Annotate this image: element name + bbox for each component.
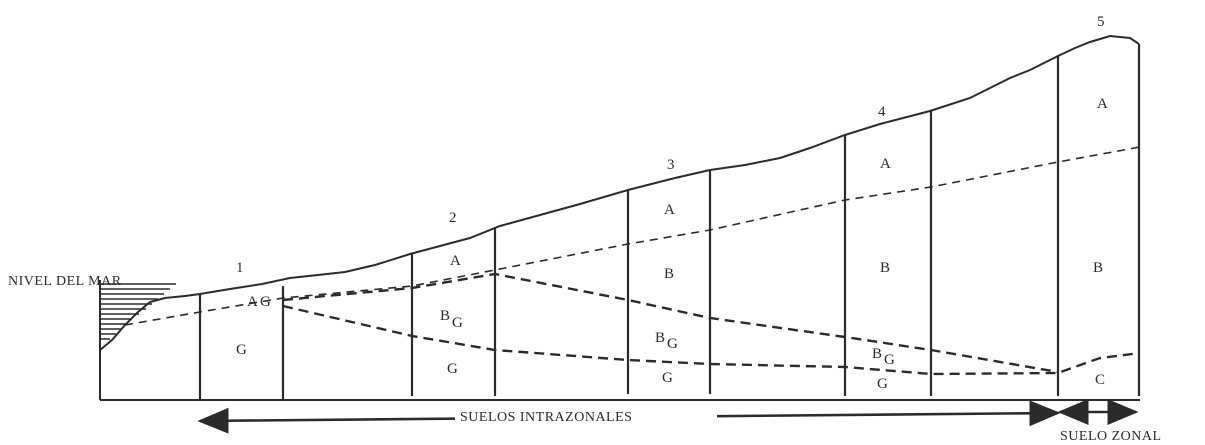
profile-1-horizon-g: G <box>236 342 247 358</box>
gley-lower-boundary-line <box>282 304 1141 376</box>
profile-1-number: 1 <box>236 260 244 276</box>
a-horizon-boundary-line <box>124 146 1141 326</box>
gley-upper-boundary-line <box>282 272 1059 374</box>
intrazonal-range-label: SUELOS INTRAZONALES <box>460 410 632 425</box>
profile-3-horizon-a: A <box>664 202 675 218</box>
profile-5-horizon-c: C <box>1095 372 1105 388</box>
profile-5-number: 5 <box>1097 14 1105 30</box>
profile-2-horizon-g: G <box>447 361 458 377</box>
profile-2-horizon-a: A <box>450 253 461 269</box>
profile-3-horizon-b: B <box>664 266 674 282</box>
profile-4-horizon-b: B <box>880 260 890 276</box>
profile-1-horizon-g-sub: G <box>260 294 271 310</box>
profile-4-horizon-g-sub: G <box>884 352 895 368</box>
profile-2-number: 2 <box>449 210 457 226</box>
zonal-range-label: SUELO ZONAL <box>1060 429 1162 444</box>
profile-3-horizon-g: G <box>662 370 673 386</box>
profile-4-horizon-a: A <box>880 156 891 172</box>
sea-hatch <box>101 283 176 340</box>
profile-4-number: 4 <box>878 104 886 120</box>
sea-level-label: NIVEL DEL MAR <box>8 274 122 289</box>
profile-walls <box>198 44 1141 400</box>
profile-1-horizon-a: A <box>247 294 258 310</box>
ground-surface-line <box>99 34 1140 351</box>
profile-5-horizon-a: A <box>1097 96 1108 112</box>
sea-block <box>99 280 176 400</box>
profile-5-horizon-b: B <box>1093 260 1103 276</box>
profile-3-horizon-b-sub: B <box>655 330 665 346</box>
profile-4-horizon-g: G <box>877 376 888 392</box>
profile-4-horizon-b-sub: B <box>872 346 882 362</box>
profile-2-horizon-b: B <box>440 308 450 324</box>
profile-2-horizon-g-sub: G <box>452 315 463 331</box>
profile-3-number: 3 <box>667 157 675 173</box>
profile-3-horizon-g-sub: G <box>667 336 678 352</box>
